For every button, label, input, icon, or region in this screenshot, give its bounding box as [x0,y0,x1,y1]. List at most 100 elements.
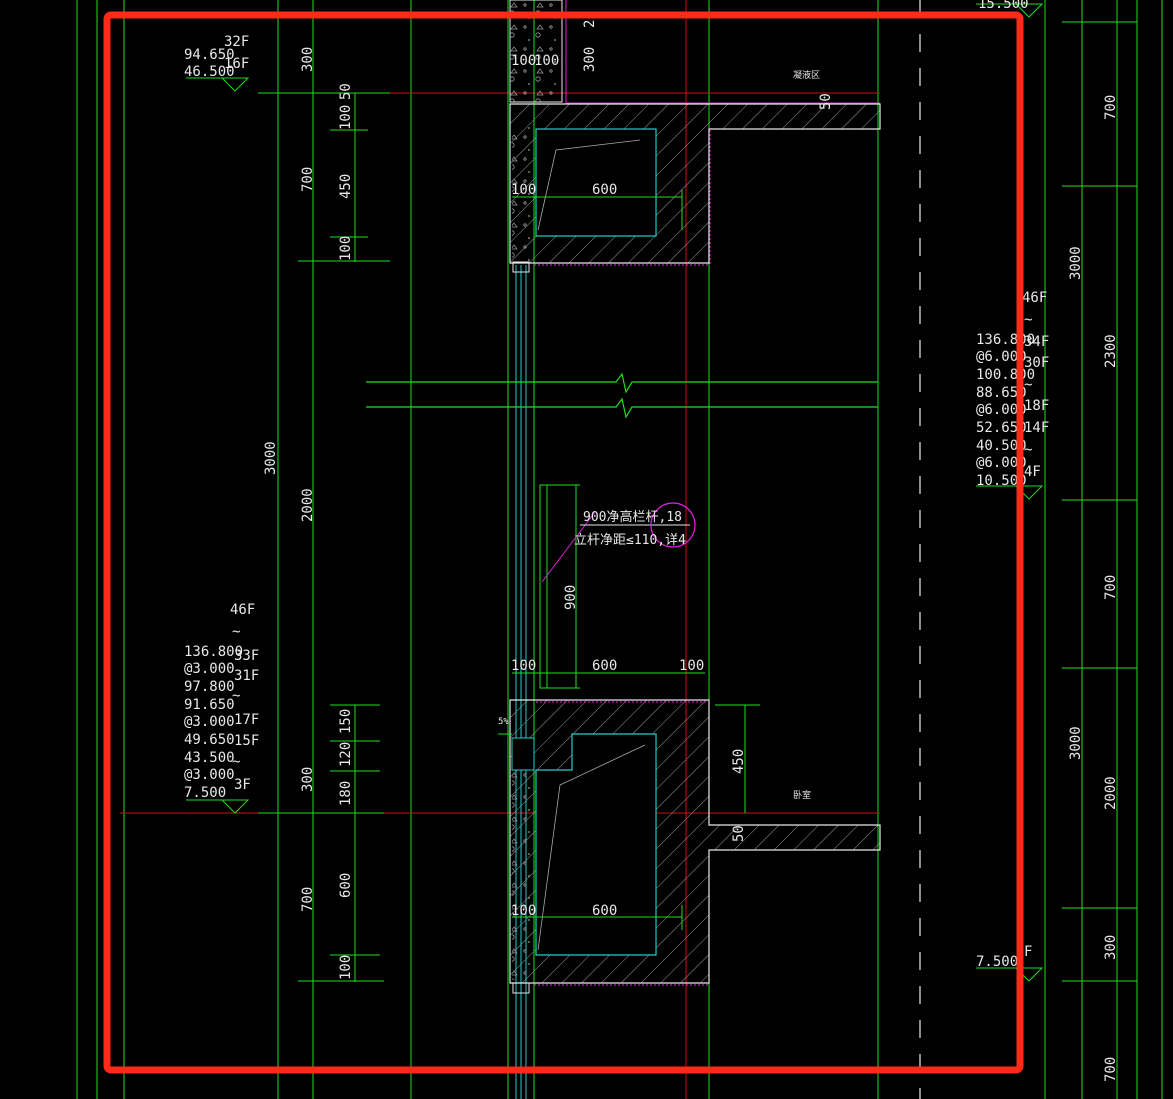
svg-text:50: 50 [338,83,354,100]
svg-text:120: 120 [338,742,354,767]
svg-text:300: 300 [582,47,598,72]
svg-text:700: 700 [300,167,316,192]
railing-note-line-1: 900净高栏杆,18 [583,509,682,525]
svg-text:@3.000: @3.000 [184,767,235,783]
railing-post [539,484,548,689]
svg-text:~: ~ [1024,377,1032,393]
level-tag-right: 46F ~ 136.800 34F @6.000 30F 100.800 ~ 8… [976,290,1049,489]
detail-callout-circle [650,502,696,548]
svg-text:100: 100 [679,658,704,674]
svg-text:100: 100 [338,236,354,261]
svg-text:700: 700 [300,887,316,912]
red-axis-lines [120,0,880,1099]
svg-text:100: 100 [511,182,536,198]
svg-text:3000: 3000 [263,441,279,475]
svg-text:450: 450 [338,174,354,199]
level-tag-upper-left: 32F 94.650 16F 46.500 [184,34,249,80]
svg-text:97.800: 97.800 [184,679,235,695]
svg-text:43.500: 43.500 [184,750,235,766]
slope-label: 5% [498,717,509,727]
svg-text:88.650: 88.650 [976,385,1027,401]
svg-text:46.500: 46.500 [184,64,235,80]
svg-text:600: 600 [592,658,617,674]
svg-text:18F: 18F [1024,398,1049,414]
svg-text:100: 100 [534,53,559,69]
svg-text:700: 700 [1103,95,1119,120]
svg-text:16F: 16F [224,56,249,72]
svg-text:@6.000: @6.000 [976,349,1027,365]
top-level-label: 15.500 [978,0,1029,12]
railing-leader-line [541,511,596,583]
break-line [366,372,878,419]
svg-text:2: 2 [582,20,598,28]
svg-text:600: 600 [592,182,617,198]
dimension-lines [258,21,1137,982]
svg-text:7.500: 7.500 [976,954,1018,970]
svg-text:14F: 14F [1024,420,1049,436]
svg-text:50: 50 [731,825,747,842]
svg-text:100: 100 [338,105,354,130]
svg-text:600: 600 [592,903,617,919]
svg-text:300: 300 [300,47,316,72]
svg-text:@6.000: @6.000 [976,402,1027,418]
svg-text:~: ~ [232,624,240,640]
svg-text:3F: 3F [234,777,251,793]
upper-beam-void [535,128,657,237]
svg-text:600: 600 [338,873,354,898]
svg-text:700: 700 [1103,575,1119,600]
svg-text:~: ~ [232,754,240,770]
vertical-grid-lines [76,0,1163,1099]
svg-text:700: 700 [1103,1057,1119,1082]
svg-text:4F: 4F [1024,464,1041,480]
dimension-labels: 300 700 3000 300 700 2000 50 100 450 100… [263,20,1119,1082]
svg-text:~: ~ [1024,442,1032,458]
svg-text:33F: 33F [234,648,259,664]
highlight-frame [103,11,1024,1074]
svg-text:~: ~ [232,688,240,704]
svg-text:@6.000: @6.000 [976,455,1027,471]
svg-text:46F: 46F [1022,290,1047,306]
svg-text:150: 150 [338,709,354,734]
svg-text:3000: 3000 [1068,246,1084,280]
svg-text:50: 50 [818,93,834,110]
svg-text:2300: 2300 [1103,334,1119,368]
svg-text:100: 100 [511,658,536,674]
svg-text:52.650: 52.650 [976,420,1027,436]
svg-text:40.500: 40.500 [976,438,1027,454]
svg-text:@3.000: @3.000 [184,714,235,730]
svg-text:32F: 32F [224,34,249,50]
svg-text:~: ~ [1024,312,1032,328]
svg-text:17F: 17F [234,712,259,728]
lower-beam-void [535,733,657,956]
svg-text:30F: 30F [1024,355,1049,371]
svg-text:@3.000: @3.000 [184,661,235,677]
lower-room-label: 卧室 [793,789,811,801]
level-tag-middle-left: 46F ~ 136.800 33F @3.000 31F 97.800 ~ 91… [184,602,259,801]
svg-text:15F: 15F [234,733,259,749]
upper-room-label: 凝液区 [793,69,820,81]
svg-text:F: F [1024,944,1032,960]
svg-text:94.650: 94.650 [184,47,235,63]
svg-text:46F: 46F [230,602,255,618]
level-tag-lower-right: 7.500 F [976,944,1032,970]
svg-text:300: 300 [1103,935,1119,960]
svg-text:91.650: 91.650 [184,697,235,713]
svg-text:2000: 2000 [1103,776,1119,810]
svg-text:100: 100 [511,903,536,919]
svg-text:100: 100 [511,53,536,69]
svg-text:10.500: 10.500 [976,473,1027,489]
svg-text:3000: 3000 [1068,726,1084,760]
svg-text:7.500: 7.500 [184,785,226,801]
svg-text:31F: 31F [234,668,259,684]
railing-note-line-2: 立杆净距≤110,详4 [574,533,686,548]
svg-text:300: 300 [300,767,316,792]
svg-text:2000: 2000 [300,488,316,522]
svg-text:900: 900 [563,585,579,610]
svg-text:100: 100 [338,955,354,980]
svg-text:180: 180 [338,781,354,806]
svg-text:136.800: 136.800 [184,644,243,660]
svg-text:34F: 34F [1024,334,1049,350]
svg-text:450: 450 [731,749,747,774]
svg-text:49.650: 49.650 [184,732,235,748]
